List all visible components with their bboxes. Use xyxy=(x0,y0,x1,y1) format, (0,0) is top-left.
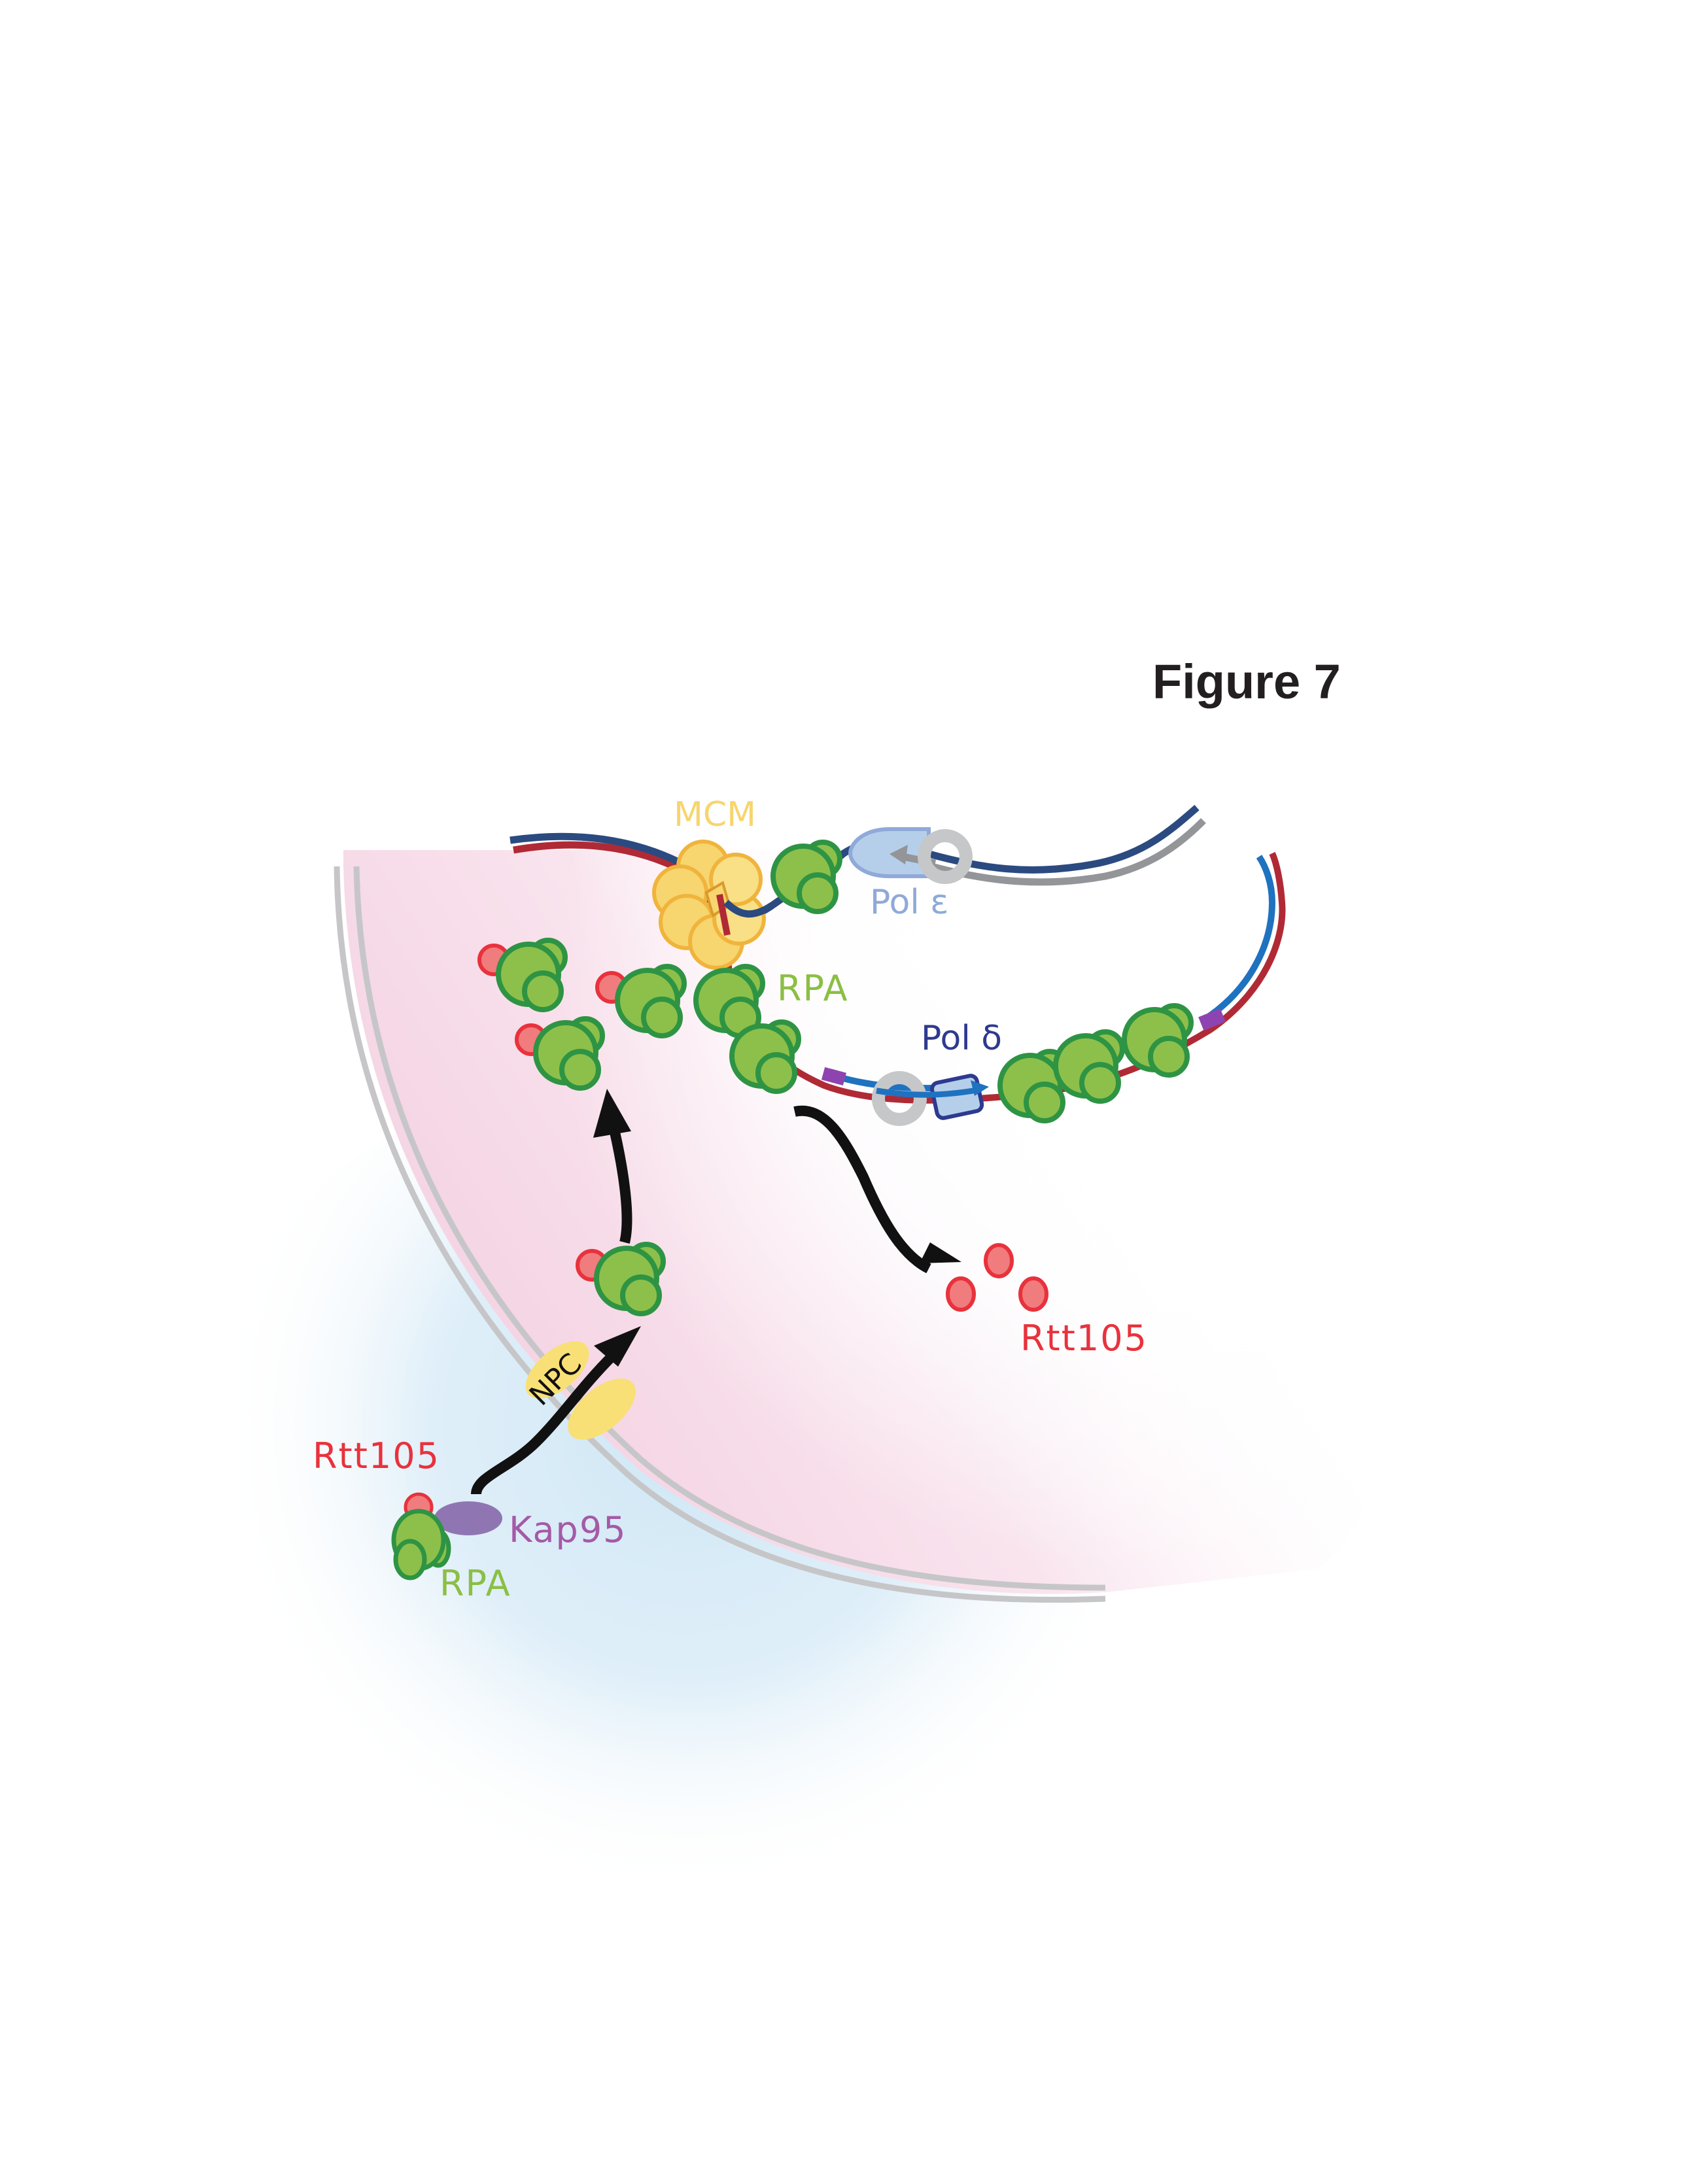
mcm-label: MCM xyxy=(674,795,756,834)
released-rtt105: Rtt105 xyxy=(946,1243,1148,1359)
nuclear-import-arrow xyxy=(471,1326,641,1495)
rtt105-release-arrow xyxy=(793,1105,961,1274)
rpa-on-lagging-ssdna-2 xyxy=(732,1022,799,1091)
pol-delta-label: Pol δ xyxy=(921,1019,1002,1058)
pol-epsilon-enzyme xyxy=(848,827,931,878)
kap95-rtt105-rpa-complex xyxy=(391,1492,502,1580)
replication-fork: MCM Pol ε Pol δ RPA xyxy=(510,795,1286,1126)
rpa-cytoplasm-label: RPA xyxy=(440,1563,511,1604)
figure-title: Figure 7 xyxy=(1152,655,1341,709)
pcna-ring-lagging xyxy=(872,1071,927,1126)
rtt105-dot xyxy=(946,1276,976,1312)
rna-primer-right xyxy=(1198,1008,1226,1031)
kap95 xyxy=(434,1501,502,1535)
parental-strand-blue xyxy=(510,832,695,873)
rtt105-cytoplasm-label: Rtt105 xyxy=(313,1435,440,1476)
nuclear-envelope xyxy=(334,866,1106,1603)
rpa-on-lagging-ssdna-5 xyxy=(1124,1006,1191,1075)
rpa-fork-label: RPA xyxy=(777,968,849,1009)
pol-delta-direction-arrow xyxy=(971,1080,989,1096)
rtt105-released-label: Rtt105 xyxy=(1020,1318,1148,1359)
pcna-ring-leading xyxy=(918,829,973,884)
transport-to-fork-arrow xyxy=(593,1089,632,1244)
rpa xyxy=(391,1509,451,1580)
kap95-label: Kap95 xyxy=(509,1509,627,1550)
pol-epsilon-label: Pol ε xyxy=(870,883,948,922)
rna-primer-left xyxy=(821,1066,847,1086)
rtt105-dot xyxy=(984,1243,1014,1278)
rpa-on-lagging-ssdna-4 xyxy=(1056,1032,1122,1101)
rpa-on-leading-ssdna xyxy=(773,842,840,912)
rtt105-dot xyxy=(1018,1276,1048,1312)
okazaki-fragment-right xyxy=(1201,855,1276,1023)
